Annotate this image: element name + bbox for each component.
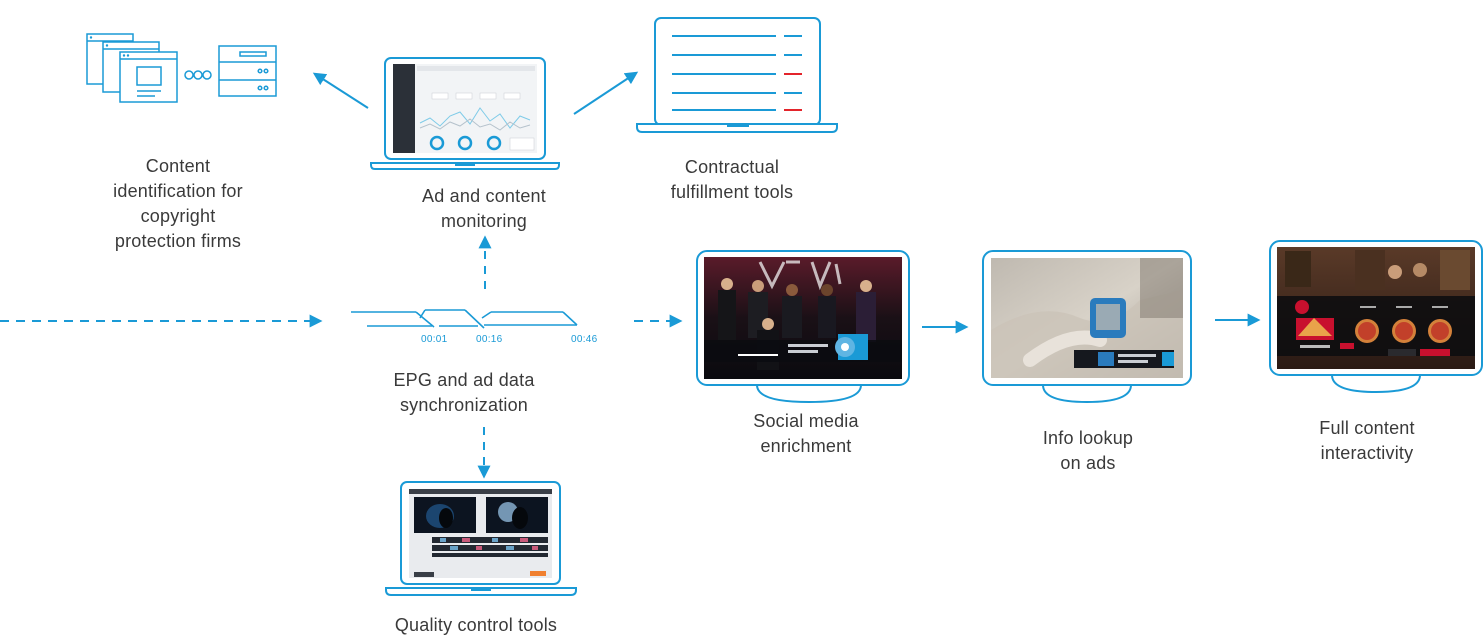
label-line: Quality control tools bbox=[394, 615, 558, 635]
label-line: interactivity bbox=[1320, 443, 1414, 463]
label-line: monitoring bbox=[440, 211, 528, 231]
label-line: protection firms bbox=[114, 231, 242, 251]
timestamp-3: 00:46 bbox=[571, 334, 598, 345]
label-line: Content bbox=[145, 156, 211, 176]
tv-full-content bbox=[1269, 240, 1483, 394]
label-line: Info lookup bbox=[1042, 428, 1134, 448]
label-line: fulfillment tools bbox=[670, 182, 794, 202]
epg-timeline bbox=[351, 309, 578, 329]
laptop-list-icon bbox=[636, 17, 838, 133]
label-line: copyright bbox=[140, 206, 216, 226]
timestamp-2: 00:16 bbox=[476, 334, 503, 345]
label-line: Full content bbox=[1319, 418, 1415, 438]
browser-windows-server-icon bbox=[86, 33, 277, 103]
label-quality-control: Quality control tools bbox=[366, 613, 586, 638]
laptop-video-editor-icon bbox=[385, 481, 577, 596]
timestamp-1: 00:01 bbox=[421, 334, 448, 345]
label-line: on ads bbox=[1060, 453, 1116, 473]
label-full-content: Full content interactivity bbox=[1277, 416, 1457, 466]
tv-info-lookup bbox=[982, 250, 1192, 404]
label-line: identification for bbox=[113, 181, 243, 201]
label-ad-monitoring: Ad and content monitoring bbox=[394, 184, 574, 234]
label-line: Ad and content bbox=[422, 186, 546, 206]
arrow-to-content-identification bbox=[312, 72, 369, 109]
label-line: EPG and ad data bbox=[393, 370, 535, 390]
label-contractual: Contractual fulfillment tools bbox=[642, 155, 822, 205]
label-social-media: Social media enrichment bbox=[716, 409, 896, 459]
label-line: Social media bbox=[753, 411, 859, 431]
arrow-to-contractual bbox=[573, 71, 639, 115]
label-content-identification: Content identification for copyright pro… bbox=[88, 154, 268, 254]
label-line: Contractual bbox=[684, 157, 780, 177]
label-line: synchronization bbox=[399, 395, 529, 415]
label-epg-sync: EPG and ad data synchronization bbox=[374, 368, 554, 418]
label-line: enrichment bbox=[760, 436, 852, 456]
laptop-dashboard-icon bbox=[370, 57, 560, 170]
tv-social-media bbox=[696, 250, 910, 404]
label-info-lookup: Info lookup on ads bbox=[998, 426, 1178, 476]
